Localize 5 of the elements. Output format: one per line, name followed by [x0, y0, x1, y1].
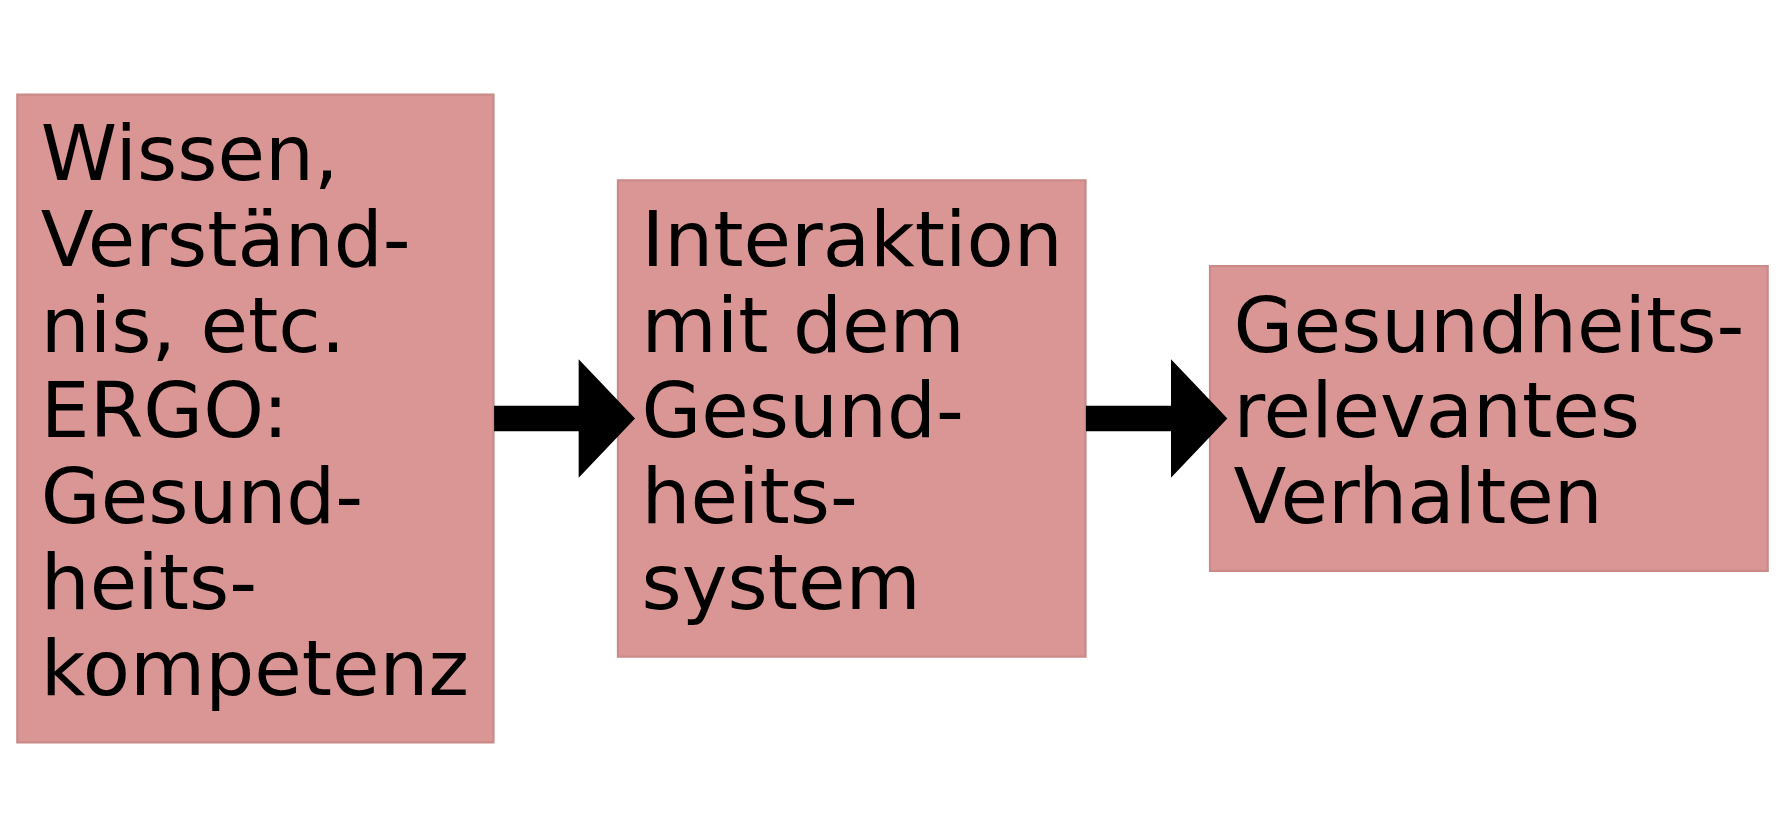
node-box: Wissen, Verständ- nis, etc. ERGO: Gesund- heits- kompetenz	[16, 93, 495, 743]
node-box: Gesundheits- relevantes Verhalten	[1208, 264, 1769, 572]
arrow	[1085, 358, 1228, 478]
node-box: Interaktion mit dem Gesund- heits- system	[616, 178, 1087, 658]
arrow	[494, 358, 636, 478]
